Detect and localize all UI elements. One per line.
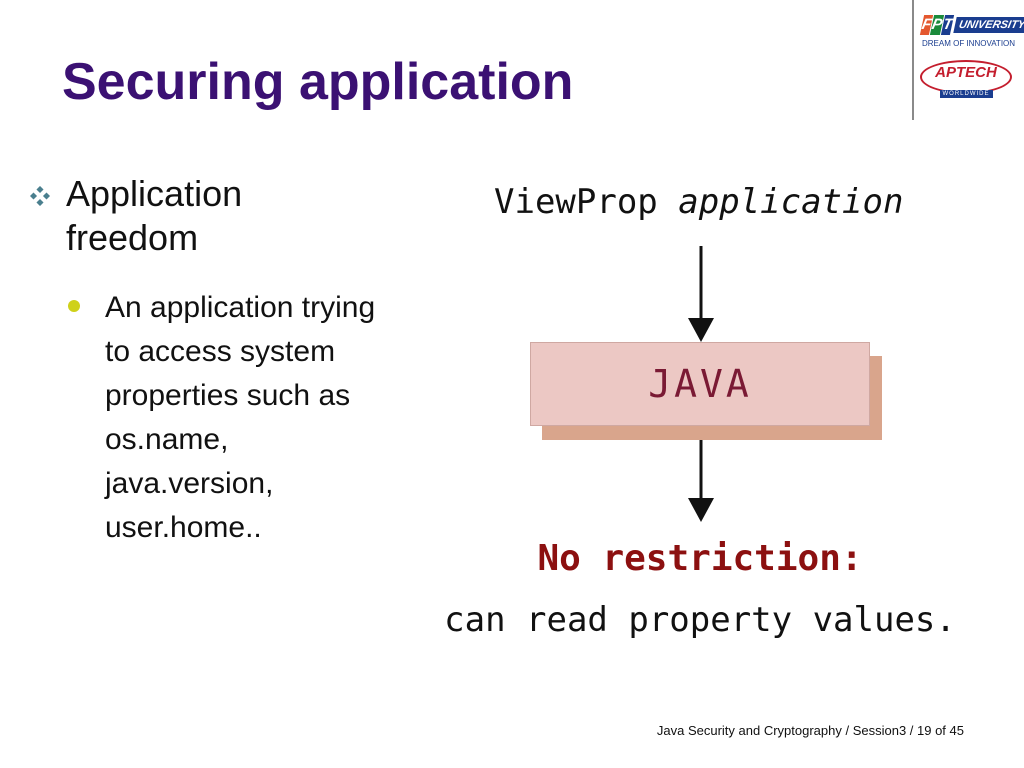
bullet-level-1: Application freedom bbox=[30, 172, 330, 260]
bullet-level-2: An application trying to access system p… bbox=[68, 286, 398, 550]
aptech-logo: APTECH WORLDWIDE bbox=[920, 60, 1012, 98]
dot-bullet-icon bbox=[68, 300, 80, 312]
aptech-sub: WORLDWIDE bbox=[939, 90, 993, 98]
header-divider bbox=[912, 0, 914, 120]
slide-footer: Java Security and Cryptography / Session… bbox=[656, 723, 964, 738]
application-name: ViewProp bbox=[494, 182, 658, 222]
aptech-name: APTECH bbox=[935, 64, 997, 81]
fpt-university-logo: F P T UNIVERSITY DREAM OF INNOVATION bbox=[919, 14, 1024, 54]
arrow-down-icon bbox=[688, 246, 714, 342]
application-label: ViewProp application bbox=[494, 182, 903, 222]
security-diagram: ViewProp application JAVA No restriction… bbox=[420, 170, 980, 660]
java-box: JAVA bbox=[530, 342, 870, 426]
fpt-tagline: DREAM OF INNOVATION bbox=[922, 39, 1016, 48]
java-label: JAVA bbox=[648, 362, 752, 406]
result-text: can read property values. bbox=[444, 600, 956, 640]
application-word: application bbox=[678, 182, 904, 222]
slide-title: Securing application bbox=[62, 53, 574, 111]
bullet-2-text: An application trying to access system p… bbox=[105, 291, 376, 544]
arrow-down-icon bbox=[688, 440, 714, 522]
bullet-1-text: Application freedom bbox=[66, 173, 243, 258]
fpt-university-word: UNIVERSITY bbox=[953, 17, 1024, 33]
result-heading: No restriction: bbox=[537, 538, 863, 579]
diamond-bullet-icon bbox=[30, 186, 50, 206]
